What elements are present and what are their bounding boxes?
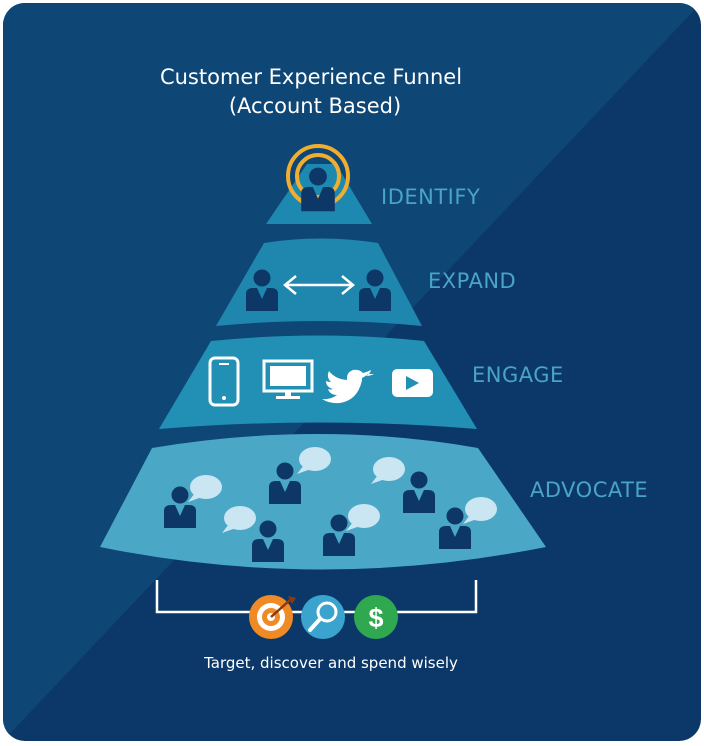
funnel-infographic-card: Customer Experience Funnel (Account Base… <box>3 3 701 741</box>
youtube-icon <box>392 369 433 397</box>
target-icon <box>249 595 296 639</box>
phone-icon <box>208 356 240 407</box>
expand-tier: EXPAND <box>216 238 516 326</box>
stage-label-expand: EXPAND <box>428 269 516 293</box>
magnifier-icon <box>301 595 345 639</box>
advocate-tier-shape <box>100 434 546 570</box>
footer-caption: Target, discover and spend wisely <box>203 654 458 672</box>
stage-label-identify: IDENTIFY <box>381 185 480 209</box>
identify-tier-shape <box>266 164 372 224</box>
identify-tier: IDENTIFY <box>266 144 480 224</box>
stage-label-advocate: ADVOCATE <box>530 478 648 502</box>
double-arrow-icon <box>283 275 355 295</box>
advocate-tier: ADVOCATE <box>100 434 648 570</box>
twitter-icon <box>322 369 374 404</box>
engage-tier-shape <box>159 335 477 429</box>
funnel-subtitle: (Account Based) <box>229 94 401 118</box>
dollar-icon: $ <box>354 595 398 639</box>
svg-text:$: $ <box>368 603 383 633</box>
stage-label-engage: ENGAGE <box>472 363 564 387</box>
funnel-diagram: Customer Experience Funnel (Account Base… <box>3 3 701 741</box>
engage-tier: ENGAGE <box>159 335 564 429</box>
monitor-icon <box>262 359 314 399</box>
funnel-title: Customer Experience Funnel <box>160 65 462 89</box>
